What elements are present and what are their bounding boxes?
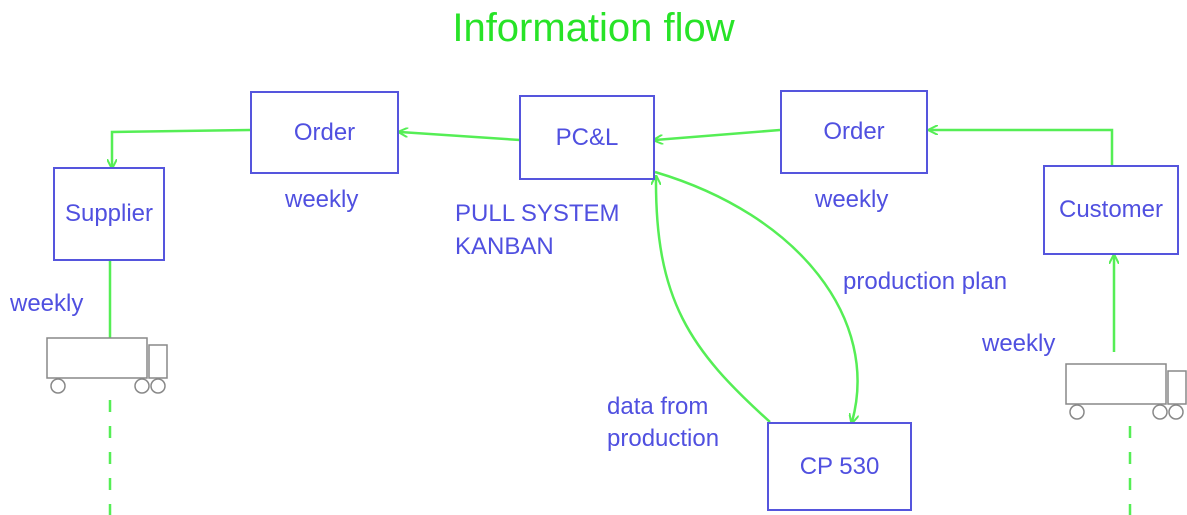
- weekly-label-customer: weekly: [982, 330, 1056, 357]
- pcl-label: PC&L: [555, 123, 619, 151]
- order-box-left: Order: [250, 91, 399, 174]
- data-from-production-label-1: data from: [607, 393, 709, 420]
- order-left-label: Order: [293, 118, 356, 146]
- pull-system-label: PULL SYSTEM: [455, 200, 620, 227]
- truck-icon: [46, 337, 168, 394]
- customer-box: Customer: [1043, 165, 1179, 255]
- arrow-order-to-pcl: [655, 128, 781, 140]
- supplier-label: Supplier: [64, 200, 154, 227]
- customer-label: Customer: [1058, 196, 1164, 223]
- diagram-title: Information flow: [452, 6, 735, 50]
- order-right-label: Order: [823, 118, 885, 145]
- arrow-order-to-supplier: [112, 128, 251, 167]
- weekly-label-supplier: weekly: [10, 290, 84, 317]
- arrow-pcl-to-order: [400, 132, 521, 142]
- weekly-label-order-right: weekly: [815, 186, 889, 213]
- supplier-box: Supplier: [53, 167, 165, 261]
- cp530-label: CP 530: [799, 452, 880, 480]
- arrow-data-from-production: [656, 177, 771, 423]
- cp530-box: CP 530: [767, 422, 912, 511]
- kanban-label: KANBAN: [455, 233, 554, 260]
- truck-icon: [1065, 363, 1187, 420]
- order-box-right: Order: [780, 90, 928, 174]
- arrow-production-plan: [654, 170, 858, 422]
- arrow-customer-to-order: [930, 130, 1114, 165]
- production-plan-label: production plan: [843, 268, 1008, 295]
- data-from-production-label-2: production: [607, 425, 720, 452]
- weekly-label-order-left: weekly: [285, 186, 359, 213]
- pcl-box: PC&L: [519, 95, 655, 180]
